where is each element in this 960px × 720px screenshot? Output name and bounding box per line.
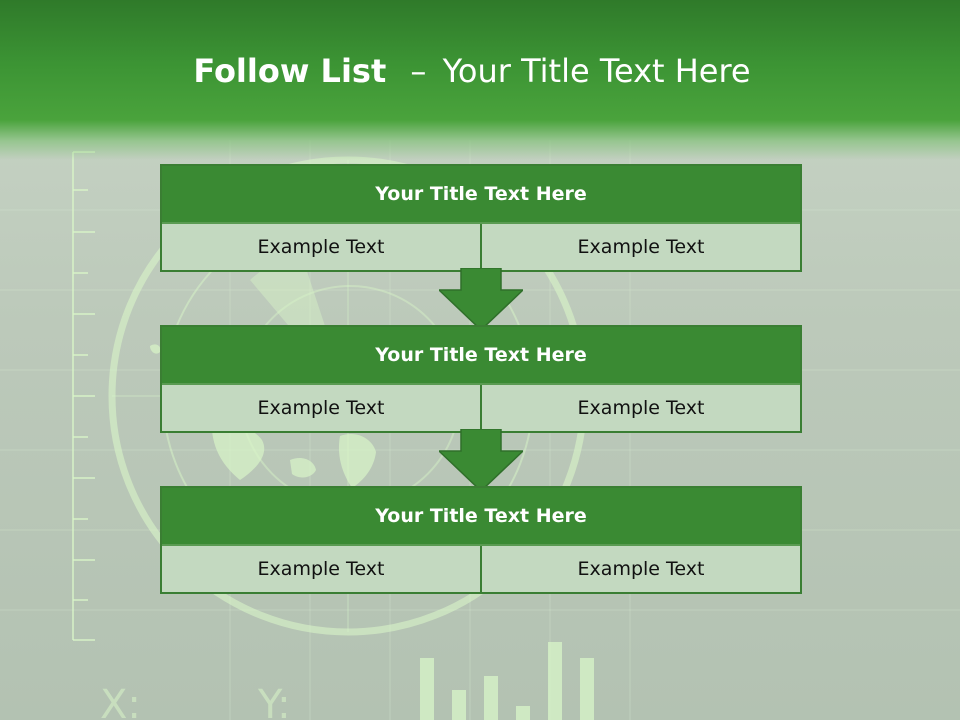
panel-cell-left: Example Text bbox=[162, 224, 480, 270]
axis-x-label: X: bbox=[100, 682, 141, 720]
ruler bbox=[72, 151, 95, 641]
list-panel-2: Your Title Text Here Example Text Exampl… bbox=[160, 325, 802, 433]
header-band bbox=[0, 0, 960, 160]
panel-cell-right: Example Text bbox=[480, 224, 800, 270]
slide-title: Follow List – Your Title Text Here bbox=[0, 52, 944, 90]
panel-heading: Your Title Text Here bbox=[162, 166, 800, 224]
panel-heading: Your Title Text Here bbox=[162, 488, 800, 546]
title-rest: Your Title Text Here bbox=[442, 52, 751, 90]
background-bar-graph bbox=[420, 642, 594, 720]
panel-row: Example Text Example Text bbox=[162, 224, 800, 270]
list-panel-1: Your Title Text Here Example Text Exampl… bbox=[160, 164, 802, 272]
panel-row: Example Text Example Text bbox=[162, 385, 800, 431]
down-arrow-2 bbox=[439, 429, 523, 491]
panel-cell-left: Example Text bbox=[162, 546, 480, 592]
title-bold-part: Follow List bbox=[193, 52, 387, 90]
list-panel-3: Your Title Text Here Example Text Exampl… bbox=[160, 486, 802, 594]
panel-heading: Your Title Text Here bbox=[162, 327, 800, 385]
title-separator: – bbox=[410, 52, 427, 90]
axis-y-label: Y: bbox=[257, 682, 291, 720]
panel-cell-left: Example Text bbox=[162, 385, 480, 431]
world-map-silhouette bbox=[150, 344, 376, 488]
panel-cell-right: Example Text bbox=[480, 385, 800, 431]
down-arrow-1 bbox=[439, 268, 523, 330]
panel-row: Example Text Example Text bbox=[162, 546, 800, 592]
panel-cell-right: Example Text bbox=[480, 546, 800, 592]
